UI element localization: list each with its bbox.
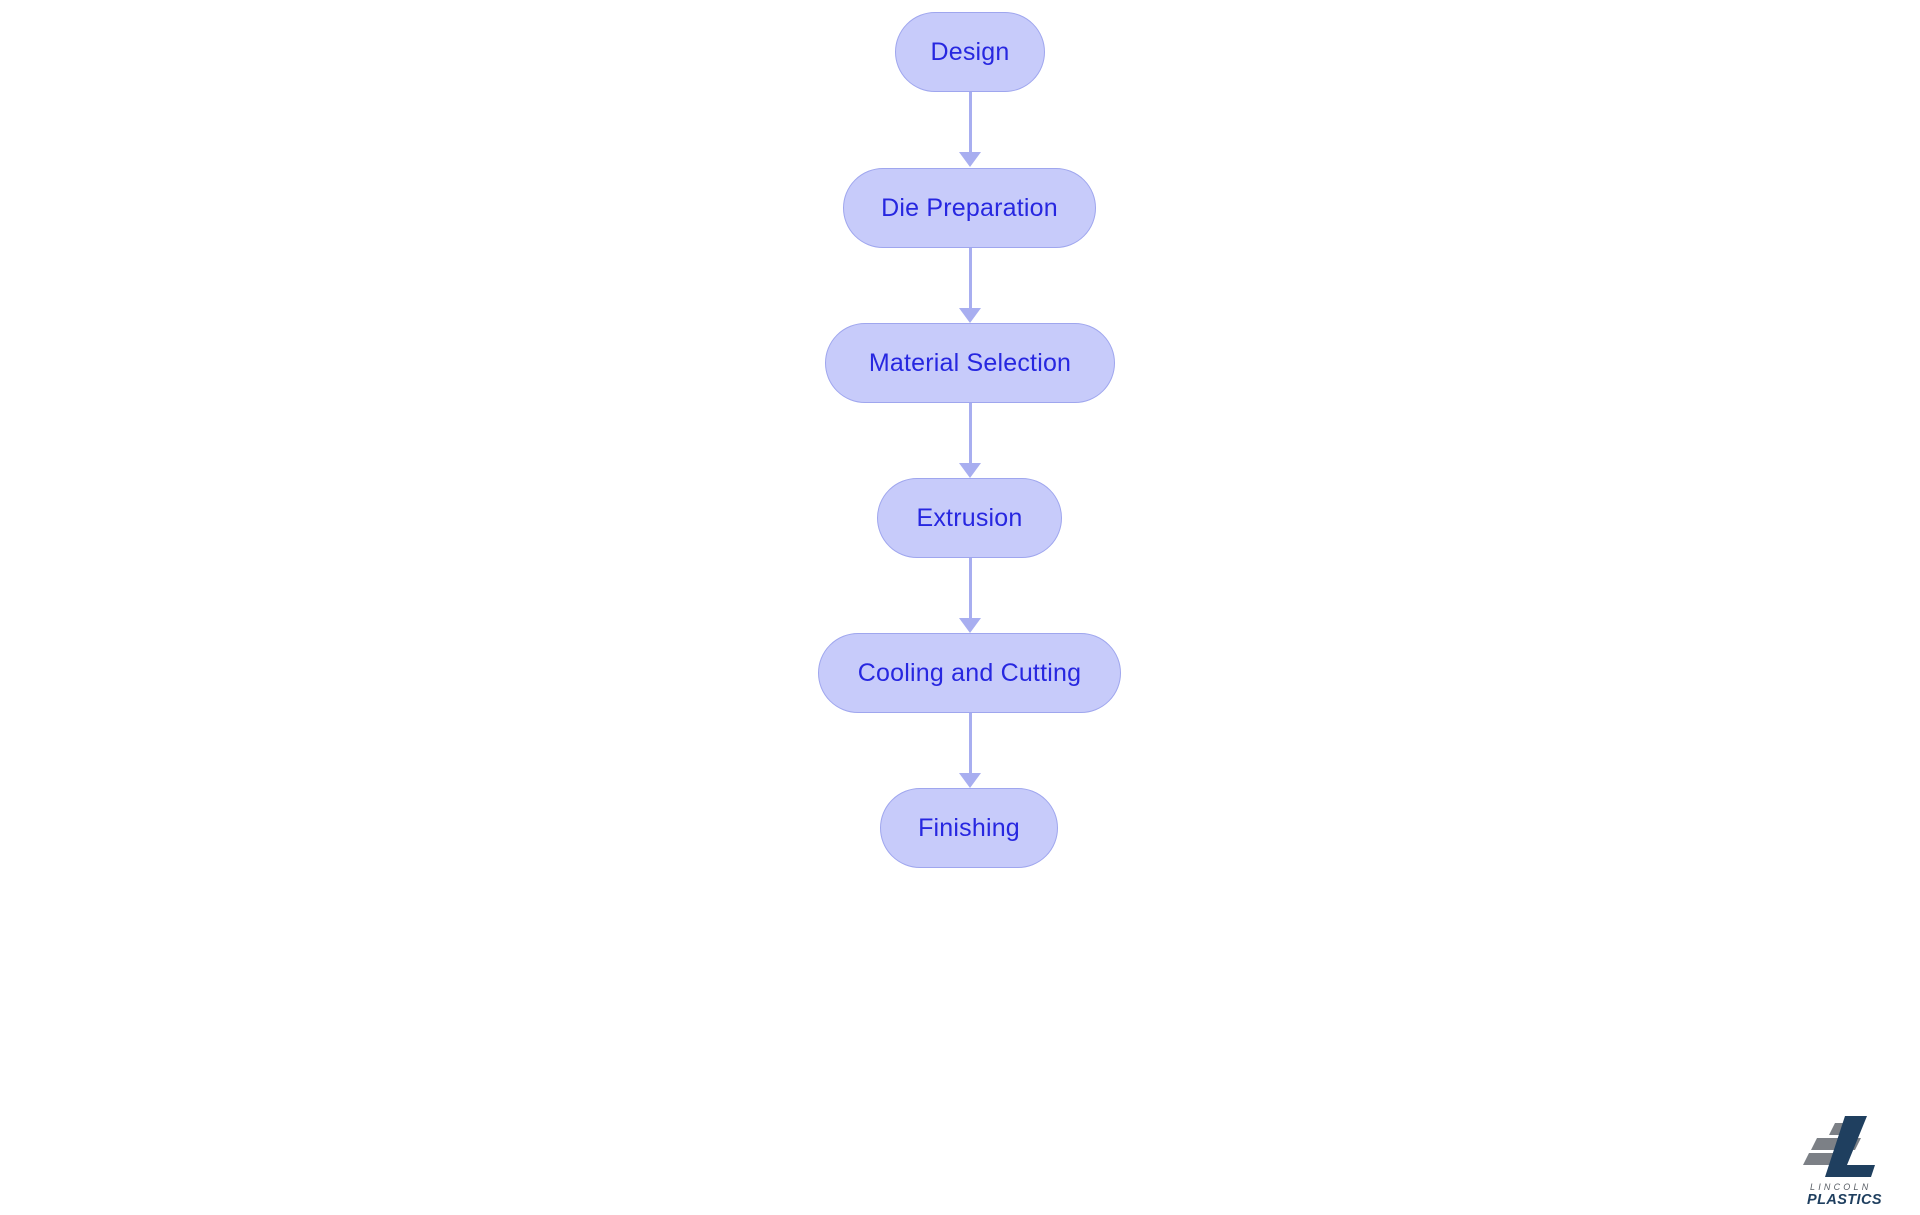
connector-line — [968, 92, 972, 154]
connector-line — [968, 558, 972, 620]
flow-node-finishing[interactable]: Finishing — [880, 788, 1058, 868]
logo-primary-text: PLASTICS — [1807, 1192, 1882, 1207]
flow-node-extrusion[interactable]: Extrusion — [877, 478, 1062, 558]
flow-node-label: Material Selection — [868, 348, 1072, 377]
arrowhead-icon — [959, 308, 981, 323]
logo-secondary-text: LINCOLN — [1810, 1182, 1871, 1192]
flow-node-material-selection[interactable]: Material Selection — [825, 323, 1115, 403]
connector-line — [968, 713, 972, 775]
logo-l-mark — [1825, 1116, 1875, 1177]
flow-connector-extrusion-to-cooling-and-cutting — [959, 558, 981, 633]
flow-node-label: Design — [930, 37, 1010, 66]
flow-connector-design-to-die-preparation — [959, 92, 981, 167]
flow-node-label: Extrusion — [916, 503, 1023, 532]
lincoln-plastics-logo: LINCOLN PLASTICS — [1795, 1105, 1907, 1207]
flow-node-design[interactable]: Design — [895, 12, 1045, 92]
arrowhead-icon — [959, 463, 981, 478]
flow-connector-die-preparation-to-material-selection — [959, 248, 981, 323]
flow-node-die-preparation[interactable]: Die Preparation — [843, 168, 1096, 248]
flow-node-cooling-and-cutting[interactable]: Cooling and Cutting — [818, 633, 1121, 713]
flow-connector-material-selection-to-extrusion — [959, 403, 981, 478]
flow-node-label: Cooling and Cutting — [857, 658, 1082, 687]
arrowhead-icon — [959, 152, 981, 167]
flow-node-label: Finishing — [918, 813, 1020, 842]
flow-node-label: Die Preparation — [881, 193, 1058, 222]
arrowhead-icon — [959, 773, 981, 788]
connector-line — [968, 248, 972, 310]
arrowhead-icon — [959, 618, 981, 633]
connector-line — [968, 403, 972, 465]
flow-connector-cooling-and-cutting-to-finishing — [959, 713, 981, 788]
